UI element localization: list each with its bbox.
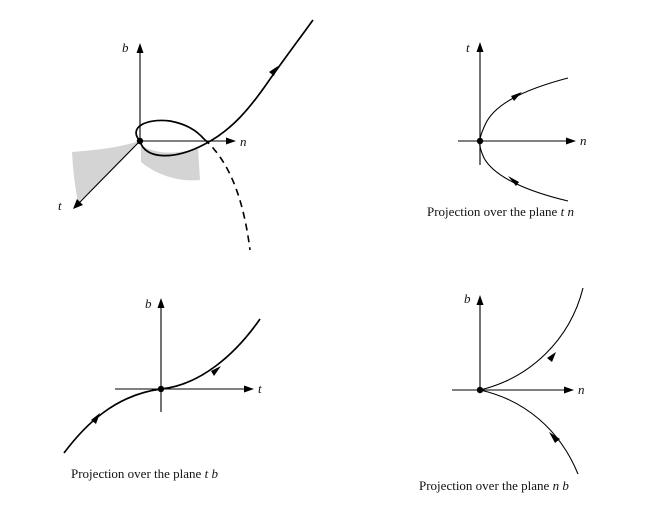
panel-projection-tn: t n Projection over the plane t n: [427, 40, 587, 219]
origin-point: [157, 385, 165, 393]
b-axis-arrowhead: [136, 43, 144, 53]
b-axis-label: b: [145, 296, 152, 311]
n-axis-arrowhead: [566, 137, 576, 145]
n-axis-arrowhead: [226, 137, 236, 145]
panel-frenet-3d: b n t: [58, 19, 314, 251]
caption-var-1: t: [561, 204, 565, 219]
t-axis-label: t: [466, 40, 470, 55]
caption-prefix: Projection over the plane: [71, 466, 205, 481]
upper-branch-arrowhead: [547, 352, 556, 362]
b-axis-label: b: [122, 40, 129, 55]
space-curve-dashed: [203, 138, 251, 251]
origin-point: [136, 137, 144, 145]
b-axis-arrowhead: [476, 295, 484, 305]
left-branch-arrowhead: [91, 413, 100, 424]
lower-branch-arrowhead: [508, 176, 519, 186]
panel-projection-nb: b n Projection over the plane n b: [419, 287, 585, 493]
origin-point: [476, 137, 484, 145]
n-axis-label: n: [580, 133, 587, 148]
caption-var-2: b: [562, 478, 569, 493]
caption-prefix: Projection over the plane: [419, 478, 553, 493]
n-axis-label: n: [578, 382, 585, 397]
t-axis-arrowhead: [73, 199, 83, 209]
panel-projection-tb: b t Projection over the plane t b: [63, 296, 262, 481]
b-axis-label: b: [464, 291, 471, 306]
caption-prefix: Projection over the plane: [427, 204, 561, 219]
osculating-surface-left: [72, 141, 139, 202]
right-branch-arrowhead: [211, 366, 221, 376]
t-axis-label: t: [258, 381, 262, 396]
caption-var-1: n: [553, 478, 560, 493]
t-axis-arrowhead: [476, 42, 484, 52]
t-axis-arrowhead: [244, 385, 254, 393]
b-axis-arrowhead: [157, 298, 165, 308]
lower-cusp-branch: [479, 389, 579, 475]
curve-direction-arrowhead: [269, 66, 278, 76]
caption-var-1: t: [205, 466, 209, 481]
caption-tb: Projection over the plane t b: [71, 466, 218, 481]
n-axis-label: n: [240, 134, 247, 149]
osculating-surface-right: [141, 145, 200, 181]
n-axis-arrowhead: [564, 386, 574, 394]
lower-branch-arrowhead: [549, 432, 560, 443]
space-curve: [139, 19, 314, 157]
upper-cusp-branch: [479, 287, 584, 391]
parabola-curve: [479, 77, 569, 202]
caption-nb: Projection over the plane n b: [419, 478, 569, 493]
caption-var-2: b: [211, 466, 218, 481]
upper-branch-arrowhead: [511, 92, 522, 101]
t-axis: [78, 140, 141, 204]
origin-point: [476, 386, 484, 394]
space-curve-behind: [135, 119, 205, 142]
caption-var-2: n: [567, 204, 574, 219]
caption-tn: Projection over the plane t n: [427, 204, 574, 219]
t-axis-label: t: [58, 198, 62, 213]
